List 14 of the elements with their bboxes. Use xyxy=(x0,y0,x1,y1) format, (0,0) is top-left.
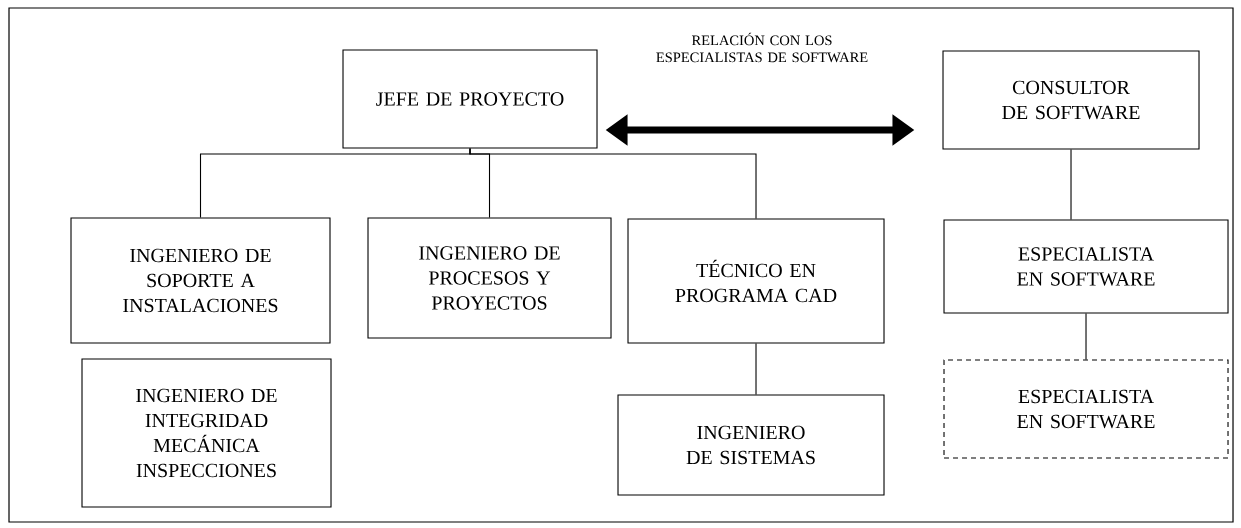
role-box: JEFE DE PROYECTO xyxy=(342,49,598,149)
role-box: CONSULTOR DE SOFTWARE xyxy=(942,50,1200,150)
role-box: ESPECIALISTA EN SOFTWARE xyxy=(943,359,1229,459)
connector-line xyxy=(1085,313,1087,360)
role-box: INGENIERO DE SISTEMAS xyxy=(617,394,885,496)
role-box: INGENIERO DE INTEGRIDAD MECÁNICA INSPECCIONES xyxy=(81,358,332,508)
connector-line xyxy=(469,148,757,219)
role-box: TÉCNICO EN PROGRAMA CAD xyxy=(627,218,885,344)
role-box: INGENIERO DE PROCESOS Y PROYECTOS xyxy=(367,217,612,339)
role-box: INGENIERO DE SOPORTE A INSTALACIONES xyxy=(70,217,331,344)
role-box: ESPECIALISTA EN SOFTWARE xyxy=(943,219,1229,314)
edge-label: RELACIÓN CON LOS ESPECIALISTAS DE SOFTWARE xyxy=(656,32,868,63)
connector-line xyxy=(1070,149,1072,220)
connector-line xyxy=(755,343,757,395)
